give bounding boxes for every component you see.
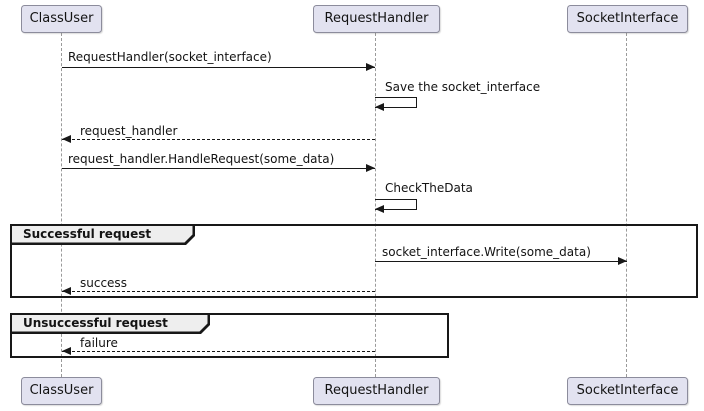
group-unsuccessful-request: Unsuccessful request: [10, 313, 449, 358]
arrowhead-left-icon: [62, 347, 71, 355]
message-label-constructor-call: RequestHandler(socket_interface): [68, 50, 272, 64]
arrowhead-left-icon: [375, 103, 384, 111]
message-line-success: [62, 291, 375, 292]
group-successful-request: Successful request: [10, 224, 698, 298]
participant-socketinterface-bottom: SocketInterface: [567, 377, 688, 405]
participant-requesthandler-bottom: RequestHandler: [313, 377, 440, 405]
arrowhead-left-icon: [62, 287, 71, 295]
message-line-failure: [62, 351, 375, 352]
message-label-checkthedata: CheckTheData: [385, 181, 473, 195]
message-label-save-socket-interface: Save the socket_interface: [385, 80, 541, 94]
message-label-request-handler-return: request_handler: [80, 124, 178, 138]
lifeline-classuser: [61, 33, 62, 377]
self-message-loop-checkthedata: [375, 199, 417, 210]
lifeline-socketinterface: [626, 33, 627, 377]
message-label-success: success: [80, 276, 127, 290]
self-message-loop-save: [375, 97, 417, 108]
participant-classuser-top: ClassUser: [21, 5, 102, 33]
message-line-constructor-call: [62, 67, 375, 68]
participant-requesthandler-top: RequestHandler: [313, 5, 440, 33]
message-line-socket-write: [375, 261, 627, 262]
group-label-unsuccessful-request: Unsuccessful request: [12, 315, 208, 332]
message-label-socket-write: socket_interface.Write(some_data): [382, 245, 591, 259]
message-line-handlerequest-call: [62, 168, 375, 169]
arrowhead-right-icon: [618, 257, 627, 265]
message-label-handlerequest-call: request_handler.HandleRequest(some_data): [68, 152, 335, 166]
participant-classuser-bottom: ClassUser: [21, 377, 102, 405]
group-tab-successful-request: Successful request: [10, 224, 195, 245]
message-label-failure: failure: [80, 336, 118, 350]
message-line-request-handler-return: [62, 139, 375, 140]
arrowhead-right-icon: [366, 63, 375, 71]
group-label-successful-request: Successful request: [12, 226, 193, 243]
arrowhead-right-icon: [366, 164, 375, 172]
arrowhead-left-icon: [62, 135, 71, 143]
group-tab-unsuccessful-request: Unsuccessful request: [10, 313, 210, 334]
arrowhead-left-icon: [375, 205, 384, 213]
participant-socketinterface-top: SocketInterface: [567, 5, 688, 33]
